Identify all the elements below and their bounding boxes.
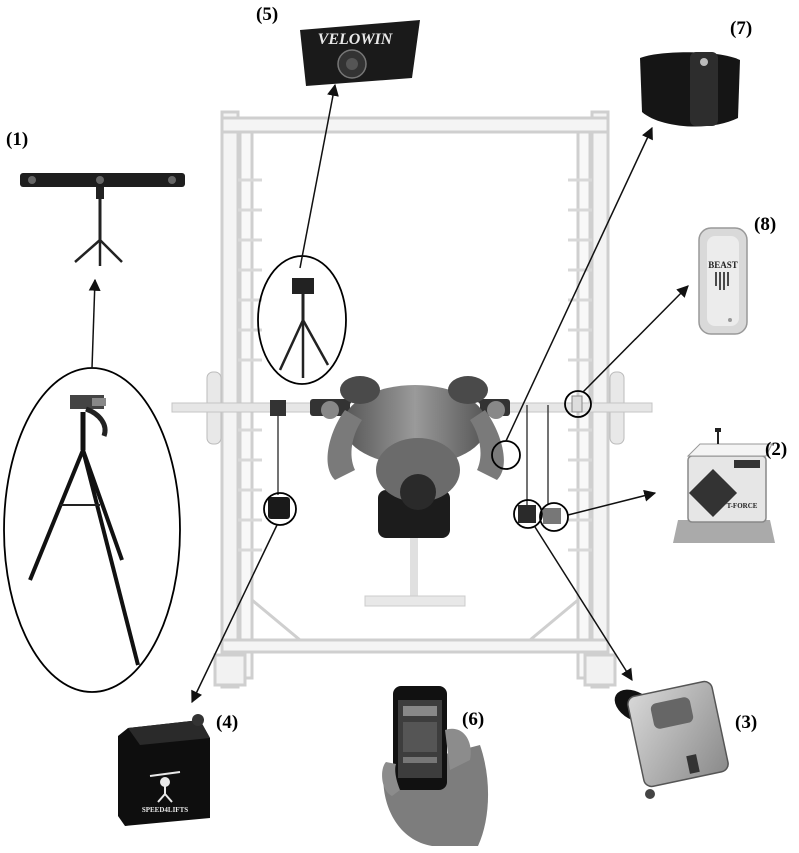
arrow-5 bbox=[299, 83, 339, 269]
device-6-smartphone bbox=[382, 686, 489, 846]
callout-circle-4 bbox=[263, 492, 297, 526]
velowin-logo-text: VELOWIN bbox=[318, 31, 394, 48]
label-2: (2) bbox=[765, 439, 787, 460]
figure-labels: (1) (2) (3) (4) (5) (6) (7) (8) bbox=[6, 4, 787, 733]
arrow-8 bbox=[582, 285, 689, 393]
device-4-speed4lifts: SPEED4LIFTS bbox=[118, 714, 210, 826]
callout-circle-8 bbox=[564, 390, 592, 418]
device-8-beast: BEAST bbox=[698, 227, 748, 335]
beast-logo-text: BEAST bbox=[708, 260, 738, 270]
arrow-2 bbox=[567, 489, 657, 516]
device-2-tforce: T-FORCE bbox=[673, 428, 775, 543]
device-1-camera-bar bbox=[20, 173, 185, 266]
arrow-7 bbox=[505, 126, 653, 442]
label-7: (7) bbox=[730, 18, 752, 39]
tripod-large bbox=[28, 395, 140, 666]
callout-ellipse-1 bbox=[3, 367, 181, 693]
device-5-velowin: VELOWIN bbox=[300, 20, 420, 86]
speed4lifts-logo-text: SPEED4LIFTS bbox=[142, 806, 188, 814]
tforce-logo-text: T-FORCE bbox=[727, 502, 758, 510]
arrow-3 bbox=[534, 526, 633, 682]
callout-circle-3 bbox=[513, 499, 543, 529]
arrow-4 bbox=[191, 524, 278, 704]
encoders-right bbox=[518, 395, 583, 524]
bar-end-device-left bbox=[268, 400, 290, 519]
device-7-armband bbox=[640, 52, 740, 127]
label-5: (5) bbox=[256, 4, 278, 25]
lifter-figure bbox=[321, 376, 505, 510]
device-3-encoder bbox=[614, 680, 729, 799]
label-3: (3) bbox=[735, 712, 757, 733]
arrows bbox=[88, 83, 689, 704]
label-1: (1) bbox=[6, 129, 28, 150]
label-4: (4) bbox=[216, 712, 238, 733]
tripod-small bbox=[278, 278, 330, 378]
callout-circle-2 bbox=[539, 502, 569, 532]
label-6: (6) bbox=[462, 709, 484, 730]
label-8: (8) bbox=[754, 214, 776, 235]
arrow-1 bbox=[88, 278, 101, 369]
